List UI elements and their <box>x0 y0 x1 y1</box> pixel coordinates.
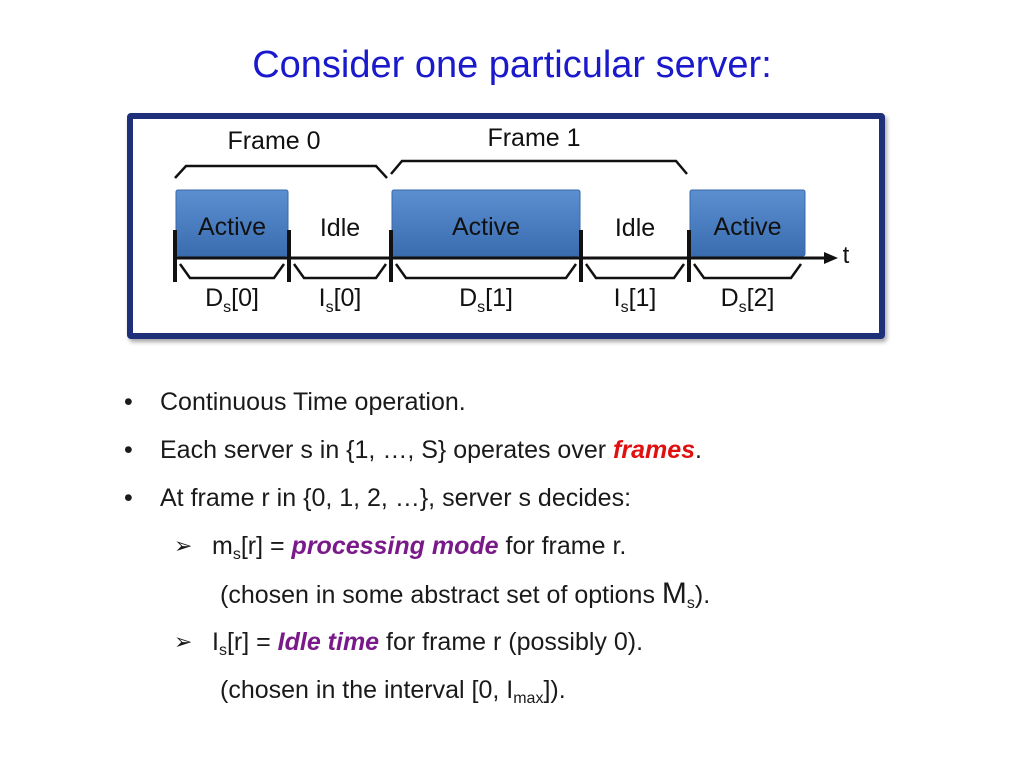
duration-brace <box>178 263 286 280</box>
equals-text: [r] = <box>240 532 292 560</box>
duration-brace <box>394 263 578 280</box>
frame-1-brace <box>390 159 688 175</box>
time-axis-arrow <box>824 252 838 264</box>
duration-brace <box>292 263 388 280</box>
active-segment-label: Active <box>452 213 520 241</box>
active-segment-label: Active <box>198 213 266 241</box>
arrow-bullet-icon: ➢ <box>174 533 193 558</box>
duration-label: Ds[2] <box>721 284 775 316</box>
frame-1-label: Frame 1 <box>487 124 580 152</box>
time-axis-label: t <box>843 242 850 269</box>
duration-label: Is[1] <box>614 284 657 316</box>
duration-brace <box>584 263 686 280</box>
bullet-continuous-time: • Continuous Time operation. <box>120 378 980 426</box>
idle-segment-label: Idle <box>320 214 360 242</box>
frame-0-brace <box>174 164 388 179</box>
set-M: M <box>661 577 687 610</box>
duration-label: Ds[0] <box>205 284 259 316</box>
active-segment-box <box>391 189 581 257</box>
var-I: I <box>212 628 219 656</box>
bullet-dot: • <box>124 436 133 464</box>
cont-text: (chosen in the interval [0, I <box>220 676 514 704</box>
idle-time-emphasis: Idle time <box>277 628 380 656</box>
equals-text: [r] = <box>226 628 278 656</box>
bullet-dot: • <box>124 388 133 416</box>
subscript-s: s <box>686 595 695 612</box>
duration-label: Ds[1] <box>459 284 513 316</box>
sub-bullet-text: for frame r. <box>498 532 627 560</box>
active-segment-label: Active <box>713 213 781 241</box>
sub-bullet-idle-time-cont: (chosen in the interval [0, Imax]). <box>120 666 980 714</box>
sub-bullet-text: for frame r (possibly 0). <box>379 628 644 656</box>
sub-bullet-processing-mode-cont: (chosen in some abstract set of options … <box>120 570 980 618</box>
bullet-text: Continuous Time operation. <box>160 388 466 416</box>
cont-text-end: ). <box>694 581 711 609</box>
active-segment-box <box>175 189 289 257</box>
sub-bullet-processing-mode: ➢ ms[r] = processing mode for frame r. <box>120 522 980 570</box>
diagram-frame <box>127 113 885 339</box>
processing-mode-emphasis: processing mode <box>291 532 499 560</box>
subscript-s: s <box>218 642 227 659</box>
bullet-dot: • <box>124 484 133 512</box>
bullet-text: At frame r in {0, 1, 2, …}, server s dec… <box>160 484 632 512</box>
arrow-bullet-icon: ➢ <box>174 629 193 654</box>
duration-label: Is[0] <box>319 284 362 316</box>
frames-emphasis: frames <box>613 436 696 464</box>
frame-0-label: Frame 0 <box>227 127 320 155</box>
bullet-text-end: . <box>695 436 702 464</box>
idle-segment-label: Idle <box>615 214 655 242</box>
subscript-s: s <box>232 546 241 563</box>
bullet-server-decides: • At frame r in {0, 1, 2, …}, server s d… <box>120 474 980 522</box>
bullet-list: • Continuous Time operation. • Each serv… <box>120 378 980 714</box>
bullet-text: Each server s in {1, …, S} operates over <box>160 436 614 464</box>
duration-brace <box>692 263 803 280</box>
var-m: m <box>212 532 233 560</box>
slide-title: Consider one particular server: <box>252 44 772 86</box>
active-segment-box <box>689 189 806 257</box>
bullet-frames: • Each server s in {1, …, S} operates ov… <box>120 426 980 474</box>
cont-text-end: ]). <box>543 676 566 704</box>
cont-text: (chosen in some abstract set of options <box>220 581 662 609</box>
subscript-max: max <box>513 690 544 707</box>
sub-bullet-idle-time: ➢ Is[r] = Idle time for frame r (possibl… <box>120 618 980 666</box>
